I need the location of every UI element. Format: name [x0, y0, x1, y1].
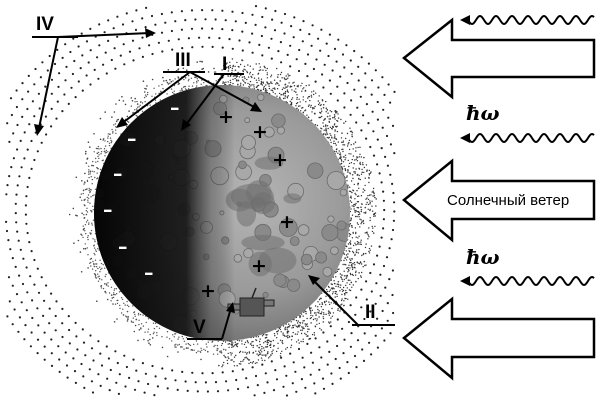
photon-label-upper: ħω — [466, 101, 500, 125]
spacecraft-icon — [227, 287, 275, 317]
positive-charge: + — [272, 149, 288, 171]
label-v: V — [193, 317, 206, 338]
label-iv: IV — [36, 14, 54, 35]
night-side-shadow — [94, 85, 350, 341]
positive-charge: + — [251, 255, 267, 277]
arrow-top — [402, 17, 596, 100]
solar-wind-arrows — [402, 17, 596, 381]
negative-charge: – — [144, 262, 154, 284]
solar-wind-label: Солнечный ветер — [447, 192, 569, 209]
photon-waves — [467, 14, 595, 287]
positive-charge: + — [218, 106, 234, 128]
negative-charge: – — [127, 128, 137, 150]
negative-charge: – — [113, 163, 123, 185]
negative-charge: – — [118, 236, 128, 258]
positive-charge: + — [279, 211, 295, 233]
negative-charge: – — [103, 199, 113, 221]
label-iii: III — [175, 50, 191, 71]
arrow-bottom — [402, 296, 596, 381]
positive-charge: + — [252, 121, 268, 143]
photon-label-lower: ħω — [466, 245, 500, 269]
negative-charges: – – – – – – — [103, 97, 180, 284]
arrow-middle — [402, 158, 596, 243]
wave-arrowheads — [460, 15, 470, 286]
label-i: I — [222, 54, 227, 75]
positive-charges: + + + + + + — [200, 106, 295, 302]
negative-charge: – — [170, 97, 180, 119]
moon-body — [94, 85, 350, 341]
positive-charge: + — [200, 280, 216, 302]
label-ii: II — [365, 302, 376, 323]
leader-lines — [32, 28, 395, 340]
